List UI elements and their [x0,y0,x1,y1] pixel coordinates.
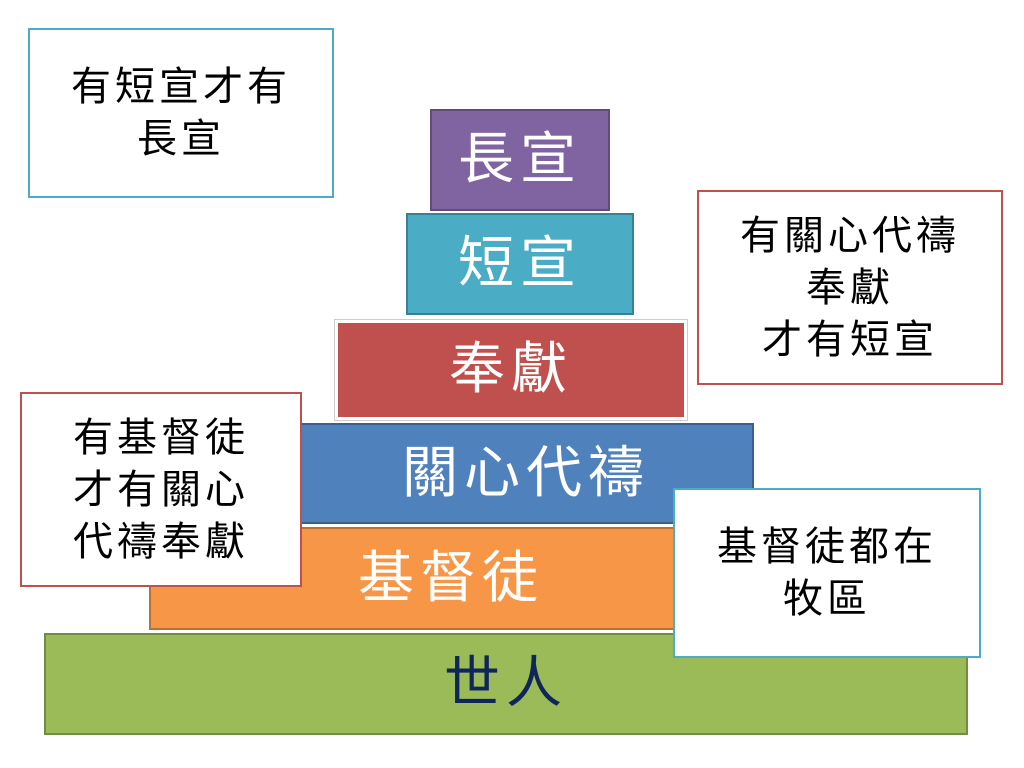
layer-offering-label: 奉獻 [449,337,573,402]
layer-short-term-mission: 短宣 [406,213,634,315]
note-top-left-line-2: 長宣 [137,116,225,162]
note-left-line-1: 有基督徒 [73,414,249,461]
note-right-line-2: 奉獻 [806,264,894,311]
layer-care-prayer-label: 關心代禱 [402,440,650,506]
layer-world-label: 世人 [444,651,568,716]
note-bottom-right-line-1: 基督徒都在 [717,524,937,570]
layer-long-term-mission-label: 長宣 [458,127,582,192]
note-right-line-3: 才有短宣 [762,316,938,363]
note-left-line-2: 才有關心 [73,466,249,513]
layer-long-term-mission: 長宣 [430,109,610,211]
note-top-left: 有短宣才有 長宣 [28,28,334,198]
note-left: 有基督徒 才有關心 代禱奉獻 [20,392,302,587]
note-bottom-right-line-2: 牧區 [783,576,871,622]
note-left-line-3: 代禱奉獻 [73,518,249,565]
note-right-line-1: 有關心代禱 [740,212,960,259]
note-bottom-right: 基督徒都在 牧區 [673,488,981,658]
note-top-left-line-1: 有短宣才有 [71,64,291,110]
layer-christians: 基督徒 [149,527,753,630]
note-right: 有關心代禱 奉獻 才有短宣 [697,190,1003,385]
layer-short-term-mission-label: 短宣 [458,231,582,296]
layer-christians-label: 基督徒 [358,545,544,611]
layer-offering: 奉獻 [335,320,687,420]
